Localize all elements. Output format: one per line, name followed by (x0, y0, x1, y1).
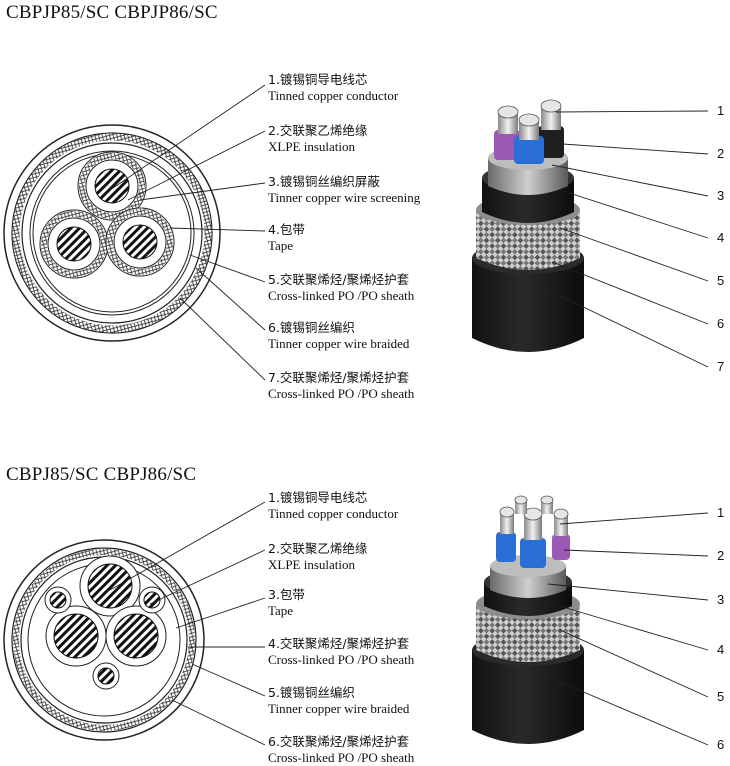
callout-number: 3 (717, 188, 725, 203)
callout-number: 2 (717, 548, 725, 563)
callout-number: 1 (717, 103, 725, 118)
label-1-4: 4.包带 Tape (268, 222, 305, 254)
section-title-1: CBPJP85/SC CBPJP86/SC (6, 2, 218, 23)
callout-number: 3 (717, 592, 725, 607)
label-cn: 2.交联聚乙烯绝缘 (268, 123, 368, 138)
label-en: Tinned copper conductor (268, 506, 399, 521)
cable-3d-2 (472, 495, 709, 746)
label-en: Cross-linked PO /PO sheath (268, 652, 415, 667)
core-large-left (45, 605, 107, 667)
callout-number: 5 (717, 689, 725, 704)
callout-number: 5 (717, 273, 725, 288)
cross-section-1 (3, 84, 266, 381)
pointer-lines-1 (547, 110, 709, 368)
label-en: Cross-linked PO /PO sheath (268, 288, 415, 303)
label-1-2: 2.交联聚乙烯绝缘 XLPE insulation (268, 123, 367, 155)
label-en: Cross-linked PO /PO sheath (268, 386, 415, 401)
label-en: Tape (268, 238, 294, 253)
label-2-2: 2.交联聚乙烯绝缘 XLPE insulation (268, 541, 367, 573)
core-large-top (79, 555, 141, 617)
label-cn: 1.镀锡铜导电线芯 (268, 72, 368, 87)
label-2-3: 3.包带 Tape (268, 587, 305, 619)
callout-number: 7 (717, 359, 725, 374)
label-cn: 3.包带 (268, 587, 305, 602)
cross-section-2 (3, 501, 266, 746)
label-en: Tape (268, 603, 294, 618)
callout-number: 6 (717, 737, 725, 752)
label-cn: 5.镀锡铜丝编织 (268, 685, 355, 700)
pointer-lines-2 (545, 512, 709, 746)
leader-lines-2 (109, 501, 266, 746)
label-en: Tinned copper conductor (268, 88, 399, 103)
label-1-7: 7.交联聚烯烃/聚烯烃护套 Cross-linked PO /PO sheath (268, 370, 414, 402)
label-cn: 6.镀锡铜丝编织 (268, 320, 355, 335)
label-cn: 2.交联聚乙烯绝缘 (268, 541, 368, 556)
callout-number: 2 (717, 146, 725, 161)
label-en: XLPE insulation (268, 139, 356, 154)
label-en: Tinner copper wire braided (268, 336, 410, 351)
callout-number: 1 (717, 505, 725, 520)
callout-number: 4 (717, 642, 725, 657)
callout-number: 4 (717, 230, 725, 245)
section-title-2: CBPJ85/SC CBPJ86/SC (6, 464, 197, 485)
label-cn: 7.交联聚烯烃/聚烯烃护套 (268, 370, 410, 385)
core-small-right (138, 586, 166, 614)
label-1-6: 6.镀锡铜丝编织 Tinner copper wire braided (268, 320, 409, 352)
label-2-5: 5.镀锡铜丝编织 Tinner copper wire braided (268, 685, 409, 717)
label-1-5: 5.交联聚烯烃/聚烯烃护套 Cross-linked PO /PO sheath (268, 272, 414, 304)
label-2-4: 4.交联聚烯烃/聚烯烃护套 Cross-linked PO /PO sheath (268, 636, 414, 668)
label-cn: 6.交联聚烯烃/聚烯烃护套 (268, 734, 410, 749)
core-top (77, 151, 147, 221)
label-cn: 4.包带 (268, 222, 305, 237)
label-cn: 5.交联聚烯烃/聚烯烃护套 (268, 272, 410, 287)
core-small-bottom (92, 662, 120, 690)
label-2-1: 1.镀锡铜导电线芯 Tinned copper conductor (268, 490, 398, 522)
label-cn: 4.交联聚烯烃/聚烯烃护套 (268, 636, 410, 651)
label-en: Cross-linked PO /PO sheath (268, 750, 415, 765)
core-right (105, 207, 175, 277)
label-cn: 3.镀锡铜丝编织屏蔽 (268, 174, 380, 189)
label-1-3: 3.镀锡铜丝编织屏蔽 Tinner copper wire screening (268, 174, 420, 206)
core-left (39, 209, 109, 279)
label-1-1: 1.镀锡铜导电线芯 Tinned copper conductor (268, 72, 398, 104)
label-cn: 1.镀锡铜导电线芯 (268, 490, 368, 505)
callout-number: 6 (717, 316, 725, 331)
core-small-left (44, 586, 72, 614)
label-en: XLPE insulation (268, 557, 356, 572)
label-en: Tinner copper wire screening (268, 190, 421, 205)
label-en: Tinner copper wire braided (268, 701, 410, 716)
leader-lines-1 (109, 84, 266, 381)
cable-3d-1 (472, 99, 709, 368)
core-large-right (105, 605, 167, 667)
label-2-6: 6.交联聚烯烃/聚烯烃护套 Cross-linked PO /PO sheath (268, 734, 414, 766)
